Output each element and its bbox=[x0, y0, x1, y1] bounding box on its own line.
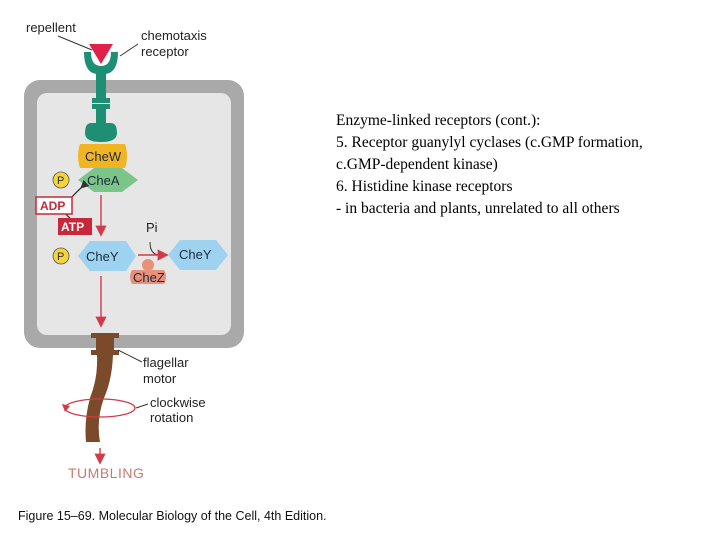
chey-dephosphorylated bbox=[168, 240, 228, 270]
figure-caption: Figure 15–69. Molecular Biology of the C… bbox=[18, 509, 327, 523]
receptor-pointer bbox=[119, 43, 139, 57]
flagellar-motor-label-2: motor bbox=[143, 371, 177, 386]
chey-right-label: CheY bbox=[179, 247, 212, 262]
repellent-molecule bbox=[89, 44, 113, 64]
rotation-arrowhead bbox=[62, 404, 70, 412]
flagellar-motor-label-1: flagellar bbox=[143, 355, 189, 370]
chemotaxis-receptor-label-1: chemotaxis bbox=[141, 28, 207, 43]
phosphate-chea bbox=[52, 171, 70, 189]
repellent-pointer bbox=[57, 35, 93, 51]
phosphate-chey bbox=[52, 247, 70, 265]
phosphate-chey-label: P bbox=[57, 251, 64, 263]
motor-pointer bbox=[117, 349, 143, 363]
adp-label: ADP bbox=[40, 199, 65, 213]
chey-phosphorylated bbox=[78, 241, 136, 271]
text-line-4: 6. Histidine kinase receptors bbox=[336, 178, 513, 195]
chez-head bbox=[142, 259, 154, 271]
slide-body-text: Enzyme-linked receptors (cont.): 5. Rece… bbox=[336, 110, 708, 220]
atp-box bbox=[58, 218, 92, 235]
chemotaxis-receptor bbox=[84, 52, 118, 142]
clockwise-rotation-label-1: clockwise bbox=[150, 395, 206, 410]
tumbling-label: TUMBLING bbox=[68, 465, 144, 481]
chea-protein bbox=[78, 168, 138, 192]
flagellar-motor-body bbox=[96, 338, 114, 350]
atp-label: ATP bbox=[61, 220, 84, 234]
text-line-1: Enzyme-linked receptors (cont.): bbox=[336, 112, 541, 129]
repellent-label: repellent bbox=[26, 20, 76, 35]
chew-label: CheW bbox=[85, 149, 122, 164]
text-line-2: 5. Receptor guanylyl cyclases (c.GMP for… bbox=[336, 134, 643, 151]
text-line-5: - in bacteria and plants, unrelated to a… bbox=[336, 200, 620, 217]
adp-box bbox=[35, 196, 73, 215]
chez-protein bbox=[130, 270, 166, 284]
text-line-3: c.GMP-dependent kinase) bbox=[336, 156, 498, 173]
flagellar-motor-bottom bbox=[91, 350, 119, 355]
chew-protein bbox=[78, 144, 127, 168]
chez-label: CheZ bbox=[133, 270, 165, 285]
rotation-pointer bbox=[135, 403, 149, 409]
pi-label: Pi bbox=[146, 220, 158, 235]
chea-label: CheA bbox=[87, 173, 120, 188]
chey-left-label: CheY bbox=[86, 249, 119, 264]
chemotaxis-receptor-label-2: receptor bbox=[141, 44, 189, 59]
clockwise-rotation-label-2: rotation bbox=[150, 410, 193, 425]
phosphate-chea-label: P bbox=[57, 175, 64, 187]
flagellar-motor-top bbox=[91, 333, 119, 338]
